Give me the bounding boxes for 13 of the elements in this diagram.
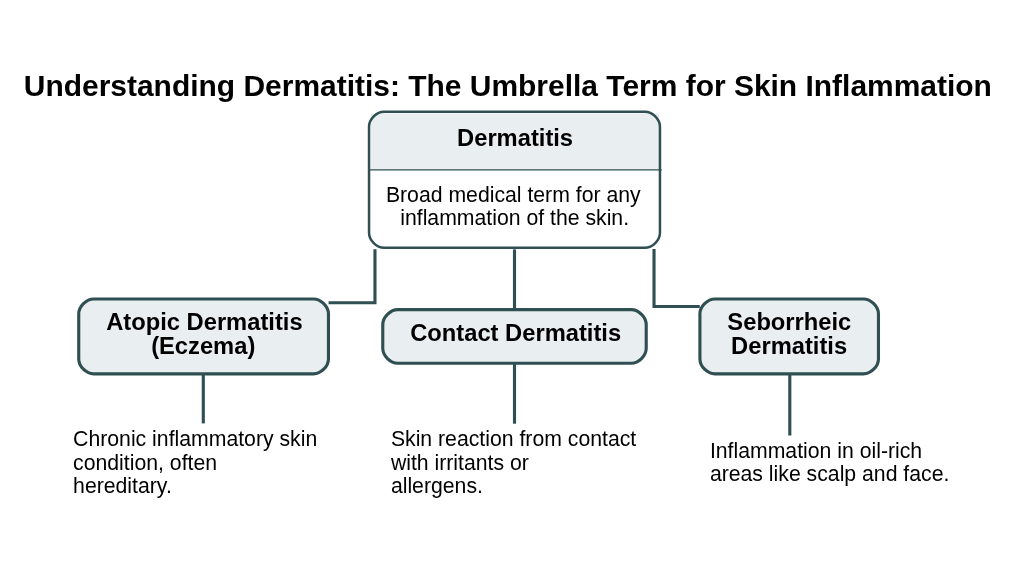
connector: [201, 373, 205, 423]
connector: [512, 248, 517, 309]
node-box: Contact Dermatitis: [381, 307, 648, 365]
node-text: Skin reaction from contact with irritants or allergens.: [390, 426, 637, 497]
node-text: Inflammation in oil-rich areas like scalp and face.: [709, 438, 950, 485]
connector: [328, 248, 377, 304]
node-text: Chronic inflammatory skin condition, often hereditary.: [73, 426, 318, 497]
connector: [652, 248, 700, 308]
connector: [512, 363, 517, 424]
diagram-title: Understanding Dermatitis: The Umbrella Term for Skin Inflammation: [23, 68, 992, 102]
connector: [788, 373, 792, 435]
node-box: Seborrheic Dermatitis: [698, 296, 881, 375]
node-box: Atopic Dermatitis (Eczema): [77, 296, 330, 375]
